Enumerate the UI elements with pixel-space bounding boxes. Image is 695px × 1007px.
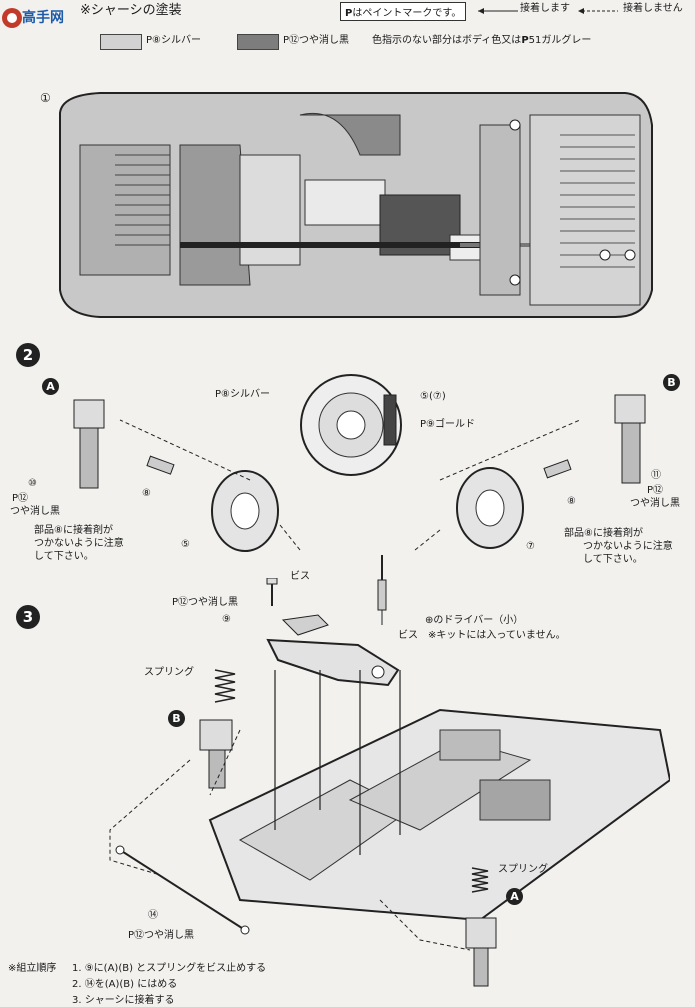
spring-bottom-drawing bbox=[471, 867, 489, 893]
upright-right-drawing bbox=[614, 394, 646, 484]
pin-left-drawing bbox=[146, 455, 175, 475]
spring-label-2: スプリング bbox=[498, 864, 548, 875]
screw-label-right: ビス bbox=[398, 630, 418, 641]
part-14-label: ⑭ bbox=[148, 910, 158, 921]
tie-rod-drawing bbox=[115, 845, 250, 935]
upright-b-step3 bbox=[199, 719, 233, 789]
spring-top-drawing bbox=[214, 669, 236, 703]
gold-label: P⑨ゴールド bbox=[420, 419, 475, 430]
driver-label: ⊕のドライバー（小） bbox=[425, 615, 524, 626]
silver-swatch-label: P⑧シルバー bbox=[146, 35, 201, 46]
chassis-perspective-drawing bbox=[208, 670, 670, 922]
screw-label-top: ビス bbox=[290, 571, 310, 582]
step3-assembly-arrows bbox=[109, 729, 471, 951]
legend-no-glue: 接着しません bbox=[623, 3, 683, 14]
part-14-color: P⑫つや消し黒 bbox=[128, 930, 195, 941]
part-7-label: ⑦ bbox=[526, 541, 535, 552]
silver-label: P⑧シルバー bbox=[215, 389, 270, 400]
part-9-label: ⑨ bbox=[222, 614, 231, 625]
legend-glue: 接着します bbox=[520, 3, 570, 14]
matte-black-label-left: つや消し黒 bbox=[10, 506, 60, 517]
assembly-step-1: 1. ⑨に(A)(B) とスプリングをビス止めする bbox=[72, 963, 267, 974]
upright-left-drawing bbox=[73, 399, 105, 489]
label-a-step3: A bbox=[506, 888, 523, 905]
assembly-step-3: 3. シャーシに接着する bbox=[72, 995, 175, 1006]
spring-label: スプリング bbox=[144, 667, 194, 678]
pin-right-drawing bbox=[543, 459, 572, 479]
upright-a-step3 bbox=[465, 917, 497, 987]
page-title: ※シャーシの塗装 bbox=[80, 3, 182, 18]
part-8-left: ⑧ bbox=[142, 488, 151, 499]
brake-disc-drawing bbox=[300, 374, 402, 476]
rotor-left-drawing bbox=[211, 470, 279, 552]
rotor-right-drawing bbox=[456, 467, 524, 549]
driver-note: ※キットには入っていません。 bbox=[428, 630, 566, 641]
part-8-right: ⑧ bbox=[567, 496, 576, 507]
color-note: 色指示のない部分はボディ色又はP51ガルグレー bbox=[372, 35, 592, 46]
label-a-left: A bbox=[42, 378, 59, 395]
matte-black-code-right: P⑫ bbox=[647, 485, 664, 496]
matte-black-swatch bbox=[237, 34, 279, 50]
svg-text:高手网: 高手网 bbox=[22, 9, 64, 26]
part-11-label: ⑪ bbox=[651, 470, 661, 481]
label-b-step3: B bbox=[168, 710, 185, 727]
step-3-badge: 3 bbox=[16, 605, 40, 629]
parts-5-7-label: ⑤(⑦) bbox=[420, 391, 446, 402]
paint-legend: Pはペイントマークです。 bbox=[340, 2, 467, 21]
suspension-arm-drawing bbox=[266, 614, 400, 687]
matte-black-code-left: P⑫ bbox=[12, 493, 29, 504]
part-10-label: ⑩ bbox=[28, 478, 37, 489]
chassis-underside-drawing bbox=[59, 92, 653, 318]
step2-assembly-arrows bbox=[119, 419, 581, 551]
matte-black-label-right: つや消し黒 bbox=[630, 498, 680, 509]
assembly-heading: ※組立順序 bbox=[8, 963, 57, 974]
silver-swatch bbox=[100, 34, 142, 50]
legend-arrows bbox=[478, 8, 518, 14]
step3-matte-black-label: P⑫つや消し黒 bbox=[172, 597, 239, 608]
paint-mark: P bbox=[345, 8, 353, 19]
part-5-label: ⑤ bbox=[181, 539, 190, 550]
paint-legend-text: はペイントマークです。 bbox=[352, 8, 462, 19]
step-2-badge: 2 bbox=[16, 343, 40, 367]
label-b-right: B bbox=[663, 374, 680, 391]
chassis-part-label: ① bbox=[40, 91, 51, 105]
assembly-step-2: 2. ⑭を(A)(B) にはめる bbox=[72, 979, 178, 990]
legend-dash-arrow bbox=[578, 8, 618, 14]
screw-top-drawing bbox=[266, 578, 278, 606]
matte-black-swatch-label: P⑫つや消し黒 bbox=[283, 35, 350, 46]
site-logo: 高手网 bbox=[0, 0, 78, 40]
screwdriver-drawing bbox=[377, 555, 387, 625]
